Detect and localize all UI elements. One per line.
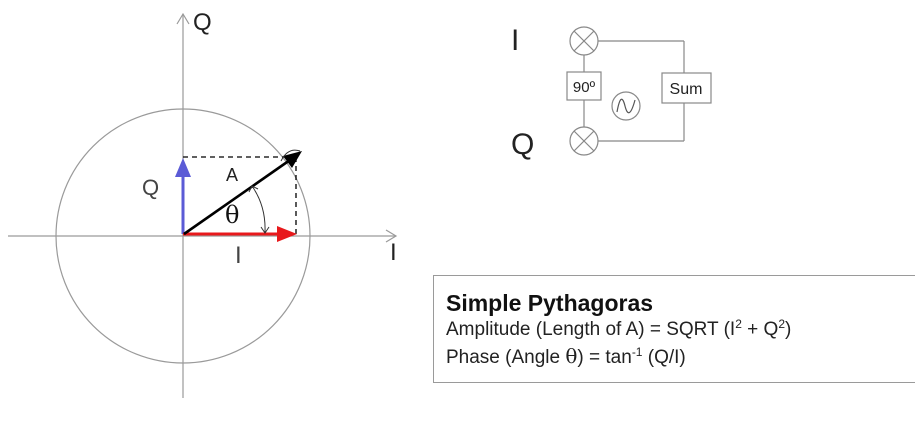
i-arrowhead — [277, 226, 297, 242]
phase-formula-sup: -1 — [631, 345, 643, 359]
amplitude-formula: Amplitude (Length of A) = SQRT (I2 + Q2) — [446, 317, 915, 343]
q-arrowhead — [175, 158, 191, 177]
phase-formula: Phase (Angle θ) = tan-1 (Q/I) — [446, 343, 915, 371]
angle-arc — [251, 185, 266, 233]
amplitude-vector — [183, 158, 291, 236]
phasor-plot: Q I Q I A θ — [8, 9, 398, 398]
angle-arc-tip-top — [248, 185, 259, 193]
i-component-label: I — [235, 242, 242, 269]
amplitude-label: A — [226, 165, 238, 185]
q-component-label: Q — [142, 175, 159, 200]
mixer-i-label: I — [511, 24, 519, 57]
amplitude-arrowhead — [283, 151, 302, 168]
angle-label: θ — [225, 201, 239, 229]
multiplier-icon — [569, 126, 599, 156]
amplitude-formula-prefix: Amplitude (Length of A) = SQRT (I — [446, 319, 736, 340]
phase-formula-theta: θ — [565, 344, 578, 368]
amplitude-formula-sup-i: 2 — [735, 317, 742, 331]
i-axis-arrowhead — [385, 229, 398, 243]
mixer-q-label: Q — [511, 128, 534, 161]
phase-shift-label: 90º — [573, 79, 596, 96]
sum-block — [661, 72, 712, 104]
amplitude-formula-sup-q: 2 — [778, 317, 786, 331]
amplitude-formula-mid: + Q — [741, 319, 779, 340]
q-axis-label: Q — [193, 9, 212, 36]
phase-formula-suffix: (Q/I) — [642, 347, 686, 368]
rotation-arc — [280, 149, 301, 162]
angle-arc-tip-bottom — [260, 226, 270, 234]
formula-title: Simple Pythagoras — [446, 290, 654, 316]
phase-formula-prefix: Phase (Angle — [446, 347, 566, 368]
phase-shift-block — [566, 71, 602, 101]
formula-box: Simple Pythagoras Amplitude (Length of A… — [433, 275, 915, 383]
phase-formula-mid: ) = tan — [577, 347, 632, 368]
sine-wave-icon — [611, 91, 641, 121]
q-axis-arrowhead — [176, 12, 190, 25]
multiplier-icon — [569, 26, 599, 56]
i-axis-label: I — [390, 239, 397, 266]
sum-block-label: Sum — [670, 81, 703, 98]
amplitude-formula-suffix: ) — [785, 319, 792, 340]
iq-mixer-schematic: I Q 90º Sum — [511, 24, 712, 161]
